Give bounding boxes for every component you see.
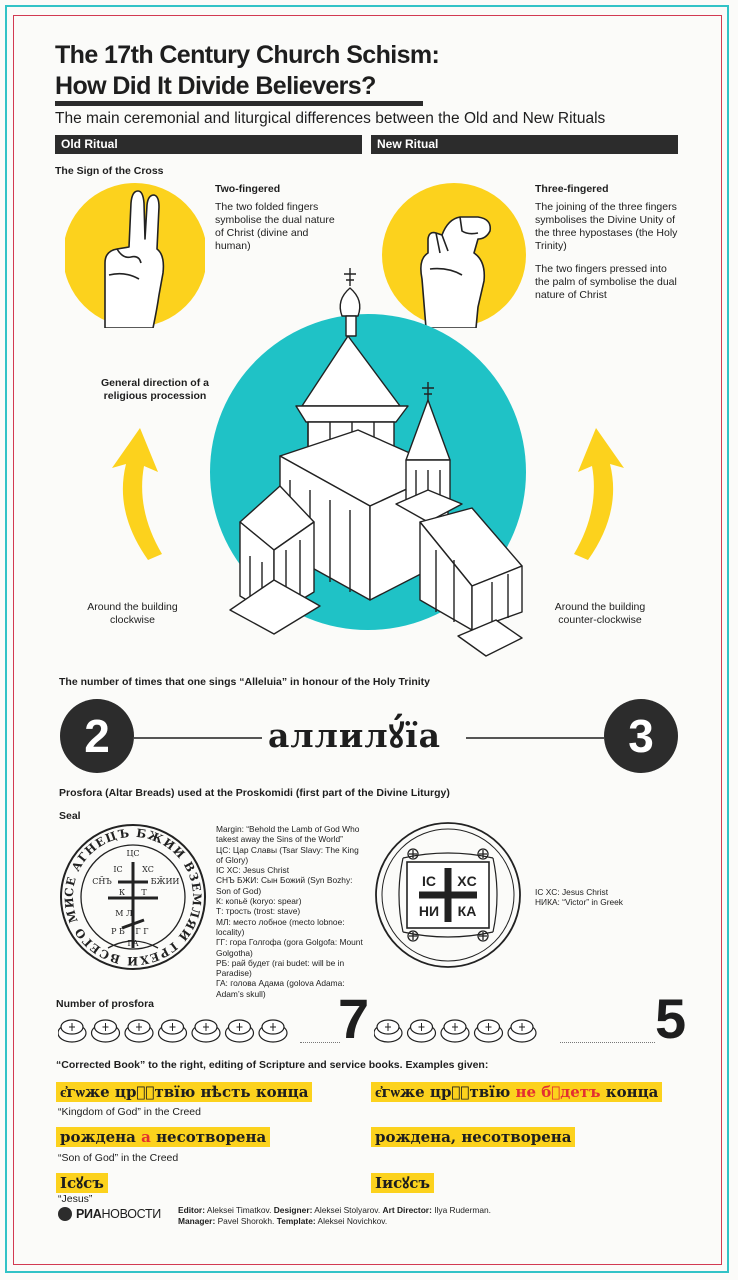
three-fingered-title: Three-fingered (535, 183, 609, 195)
prosfora-bread-icon (157, 1019, 188, 1043)
book-old-3: Ісꙋсъ (56, 1173, 108, 1193)
ria-logo: РИАНОВОСТИ (58, 1207, 161, 1221)
book-old-2: рождена а несотворена (56, 1127, 271, 1147)
seal-k: К (119, 888, 126, 897)
procession-old-text: Around the building clockwise (87, 601, 178, 626)
legend-item: ЦС: Цар Славы (Tsar Slavy: The King of G… (216, 844, 359, 865)
book-caption-3: “Jesus” (58, 1193, 93, 1205)
title-underline (55, 101, 423, 106)
prosfora-bread-icon (57, 1019, 87, 1043)
two-fingered-text: The two folded fingers symbolise the dua… (215, 201, 335, 252)
three-fingered-text-2: The two fingers pressed into the palm of… (535, 263, 677, 301)
alleluia-heading: The number of times that one sings “Alle… (59, 676, 431, 688)
new-seal-icon: IC XC НИ КА (375, 822, 521, 968)
seal-t: Т (141, 888, 147, 897)
ria-logo-text: РИАНОВОСТИ (76, 1207, 161, 1221)
seal-ga: ГА (127, 939, 138, 948)
old-seal-legend: Margin: “Behold the Lamb of God Who take… (216, 824, 366, 999)
prosfora-bread-icon (258, 1019, 288, 1043)
legend-item: Т: трость (trost: stave) (216, 906, 301, 917)
title-line-2: How Did It Divide Believers? (55, 72, 376, 100)
prosfora-bread-icon (124, 1019, 154, 1043)
seal-ml: М Л (115, 909, 133, 918)
three-fingered-text: The joining of the three fingers symboli… (535, 201, 678, 252)
procession-new-text: Around the building counter-clockwise (554, 601, 646, 626)
seal-xc: XC (142, 865, 154, 874)
title-line-1: The 17th Century Church Schism: (55, 41, 440, 69)
prosfora-bread-icon (406, 1019, 437, 1043)
seal-gg: Г Г (135, 927, 148, 936)
legend-item: ГГ: гора Голгофа (gora Golgofa: Mount Go… (216, 937, 363, 958)
old-seal-icon: СЕ АГНЕЦЪ БЖИИ ВЗЕМЛЯИ ГРЕХИ ВСЕГО МИРА … (58, 822, 206, 970)
cross-sign-heading: The Sign of the Cross (55, 165, 164, 177)
clockwise-arrow-icon (112, 428, 162, 560)
credits: Editor: Aleksei Timatkov. Designer: Alek… (178, 1205, 491, 1226)
seal-label: Seal (59, 810, 81, 822)
prosfora-heading: Prosfora (Altar Breads) used at the Pros… (59, 787, 450, 799)
seal-tsc: ЦС (126, 849, 139, 858)
alleluia-line-left (134, 737, 262, 739)
alleluia-line-right (466, 737, 604, 739)
legend-item: ГА: голова Адама (golova Adama: Adam’s s… (216, 978, 345, 999)
counter-clockwise-arrow-icon (574, 428, 624, 560)
prosfora-bread-icon (473, 1019, 504, 1043)
outer-frame (5, 5, 729, 1273)
seal-rb: Р Б (111, 927, 125, 936)
old-prosfora-breads (57, 1019, 288, 1043)
new-prosfora-count: 5 (655, 987, 686, 1050)
two-finger-hand-icon (65, 183, 205, 328)
seal-bzh: БЖ̃ИИ (151, 876, 180, 886)
legend-item: К: копьё (koryo: spear) (216, 896, 302, 907)
old-ritual-bar: Old Ritual (55, 135, 362, 154)
prosfora-bread-icon (507, 1019, 537, 1043)
legend-item: IC XC: Jesus Christ (216, 865, 290, 876)
church-illustration (210, 268, 526, 657)
old-prosfora-row (57, 1016, 334, 1044)
new-count-dots (560, 1042, 655, 1043)
legend-item: РБ: рай будет (rai budet: will be in Par… (216, 957, 345, 979)
legend-item: СНЪ БЖИ: Сын Божий (Syn Bozhy: Son of Go… (216, 875, 353, 896)
subtitle: The main ceremonial and liturgical diffe… (55, 110, 606, 127)
inner-frame (13, 15, 722, 1265)
seal-ic: IC (113, 865, 122, 874)
book-caption-1: “Kingdom of God” in the Creed (58, 1106, 201, 1118)
book-new-2: рождена, несотворена (371, 1127, 576, 1147)
new-seal-legend: IC XC: Jesus Christ НИКА: “Victor” in Gr… (535, 887, 685, 908)
prosfora-bread-icon (440, 1019, 470, 1043)
legend-item: IC XC: Jesus Christ (535, 887, 609, 897)
prosfora-bread-icon (224, 1019, 255, 1043)
alleluia-new-count: 3 (604, 699, 678, 773)
book-new-1: є҆гѡже црⷭ҇твїю не бꙋдетъ конца (371, 1082, 663, 1102)
new-seal-ka: КА (458, 903, 477, 919)
new-prosfora-row (373, 1016, 574, 1044)
old-prosfora-count: 7 (338, 987, 369, 1050)
page-title: The 17th Century Church Schism: How Did … (55, 40, 440, 102)
book-caption-2: “Son of God” in the Creed (58, 1152, 179, 1164)
book-old-1: є҆гѡже црⷭ҇твїю нѣсть конца (56, 1082, 313, 1102)
new-prosfora-breads (373, 1019, 537, 1043)
ria-logo-icon (58, 1207, 72, 1221)
seal-sn: СН̃Ъ (92, 876, 112, 886)
prosfora-bread-icon (373, 1019, 403, 1043)
new-seal-xc: XC (457, 873, 476, 889)
alleluia-word: аллилꙋ́їа (268, 716, 442, 755)
books-heading: “Corrected Book” to the right, editing o… (56, 1059, 489, 1071)
prosfora-bread-icon (90, 1019, 121, 1043)
old-count-dots (300, 1042, 340, 1043)
procession-heading: General direction of a religious process… (101, 377, 209, 402)
prosfora-bread-icon (191, 1019, 221, 1043)
legend-item: МЛ: место лобное (mecto lobnoe: locality… (216, 916, 345, 937)
book-new-3: Іисꙋсъ (371, 1173, 434, 1193)
prosfora-count-label: Number of prosfora (56, 998, 155, 1010)
legend-item: Margin: “Behold the Lamb of God Who take… (216, 824, 360, 845)
legend-item: НИКА: “Victor” in Greek (535, 897, 623, 908)
new-seal-ic: IC (422, 873, 436, 889)
three-finger-hand-icon (382, 183, 526, 328)
alleluia-old-count: 2 (60, 699, 134, 773)
two-fingered-title: Two-fingered (215, 183, 281, 195)
new-ritual-bar: New Ritual (371, 135, 678, 154)
new-seal-ni: НИ (419, 903, 439, 919)
